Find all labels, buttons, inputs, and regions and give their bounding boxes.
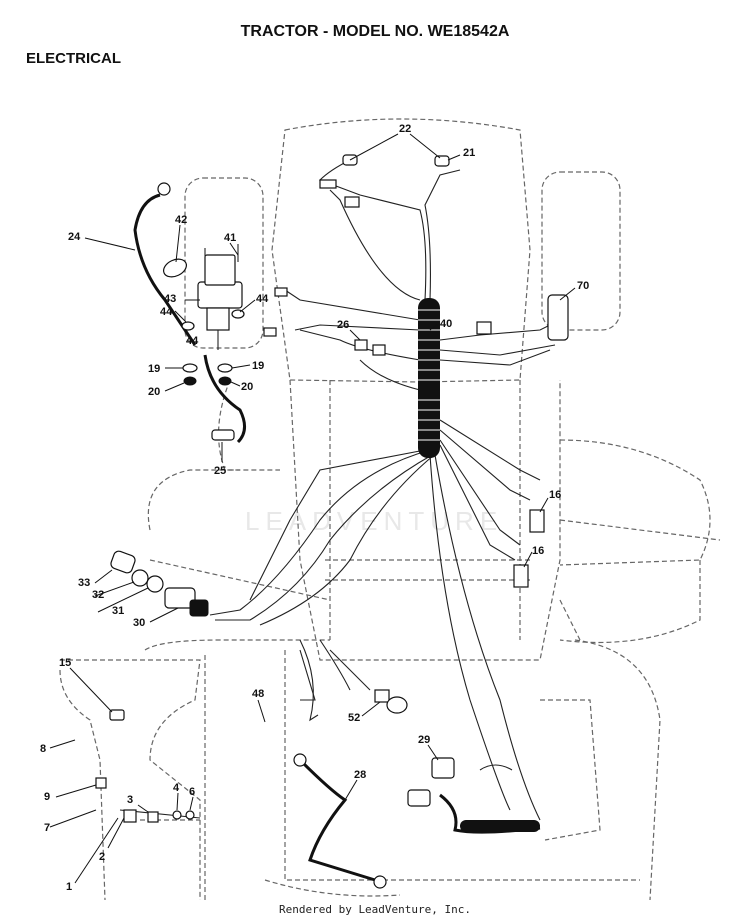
callout-7: 7 <box>44 822 50 834</box>
headlight-sockets-22 <box>342 154 450 167</box>
callout-1: 1 <box>66 881 72 893</box>
callout-42: 42 <box>175 214 187 226</box>
callout-24: 24 <box>68 231 81 243</box>
callout-48: 48 <box>252 688 264 700</box>
leader-lines <box>49 133 576 884</box>
callout-21: 21 <box>463 147 475 159</box>
callout-22: 22 <box>399 123 411 135</box>
callout-15: 15 <box>59 657 71 669</box>
callout-8: 8 <box>40 743 46 755</box>
callout-41: 41 <box>224 232 236 244</box>
callout-20-left: 20 <box>148 386 160 398</box>
callout-20-right: 20 <box>241 381 253 393</box>
callout-30: 30 <box>133 617 145 629</box>
callout-44-center: 44 <box>186 335 199 347</box>
connectors <box>263 179 569 807</box>
callout-33: 33 <box>78 577 90 589</box>
callout-32: 32 <box>92 589 104 601</box>
callout-19-right: 19 <box>252 360 264 372</box>
callout-3: 3 <box>127 794 133 806</box>
callout-4: 4 <box>173 782 180 794</box>
page-title: TRACTOR - MODEL NO. WE18542A <box>240 23 510 40</box>
solenoid-43 <box>197 244 243 350</box>
watermark: LEADVENTURE <box>245 506 503 536</box>
callout-19-left: 19 <box>148 363 160 375</box>
callout-25: 25 <box>214 465 226 477</box>
callout-44-left: 44 <box>160 306 173 318</box>
harness-sleeve <box>418 298 440 458</box>
section-title: ELECTRICAL <box>26 50 121 67</box>
callout-52: 52 <box>348 712 360 724</box>
callout-28: 28 <box>354 769 366 781</box>
callout-43: 43 <box>164 293 176 305</box>
callout-16-lower: 16 <box>532 545 544 557</box>
cable-boot-42 <box>163 258 187 278</box>
coiled-cord <box>439 793 541 834</box>
callout-9: 9 <box>44 791 50 803</box>
wiring-harness <box>209 159 561 821</box>
callout-44-right: 44 <box>256 293 269 305</box>
seat-switch-29 <box>479 764 513 771</box>
callout-labels: 22 21 24 42 41 43 44 44 44 19 19 20 20 2… <box>40 123 589 893</box>
ignition-switch-30 <box>110 550 209 617</box>
pto-bracket <box>95 709 201 823</box>
ground-cable-25 <box>203 354 246 444</box>
callout-40: 40 <box>440 318 452 330</box>
callout-6: 6 <box>189 786 195 798</box>
footer-credit: Rendered by LeadVenture, Inc. <box>278 903 472 916</box>
callout-16-upper: 16 <box>549 489 561 501</box>
battery-cable-28 <box>293 753 387 889</box>
hardware-washers <box>181 309 245 386</box>
tractor-outline <box>59 118 721 901</box>
callout-29: 29 <box>418 734 430 746</box>
callout-26: 26 <box>337 319 349 331</box>
callout-70: 70 <box>577 280 589 292</box>
callout-31: 31 <box>112 605 124 617</box>
callout-2: 2 <box>99 851 105 863</box>
